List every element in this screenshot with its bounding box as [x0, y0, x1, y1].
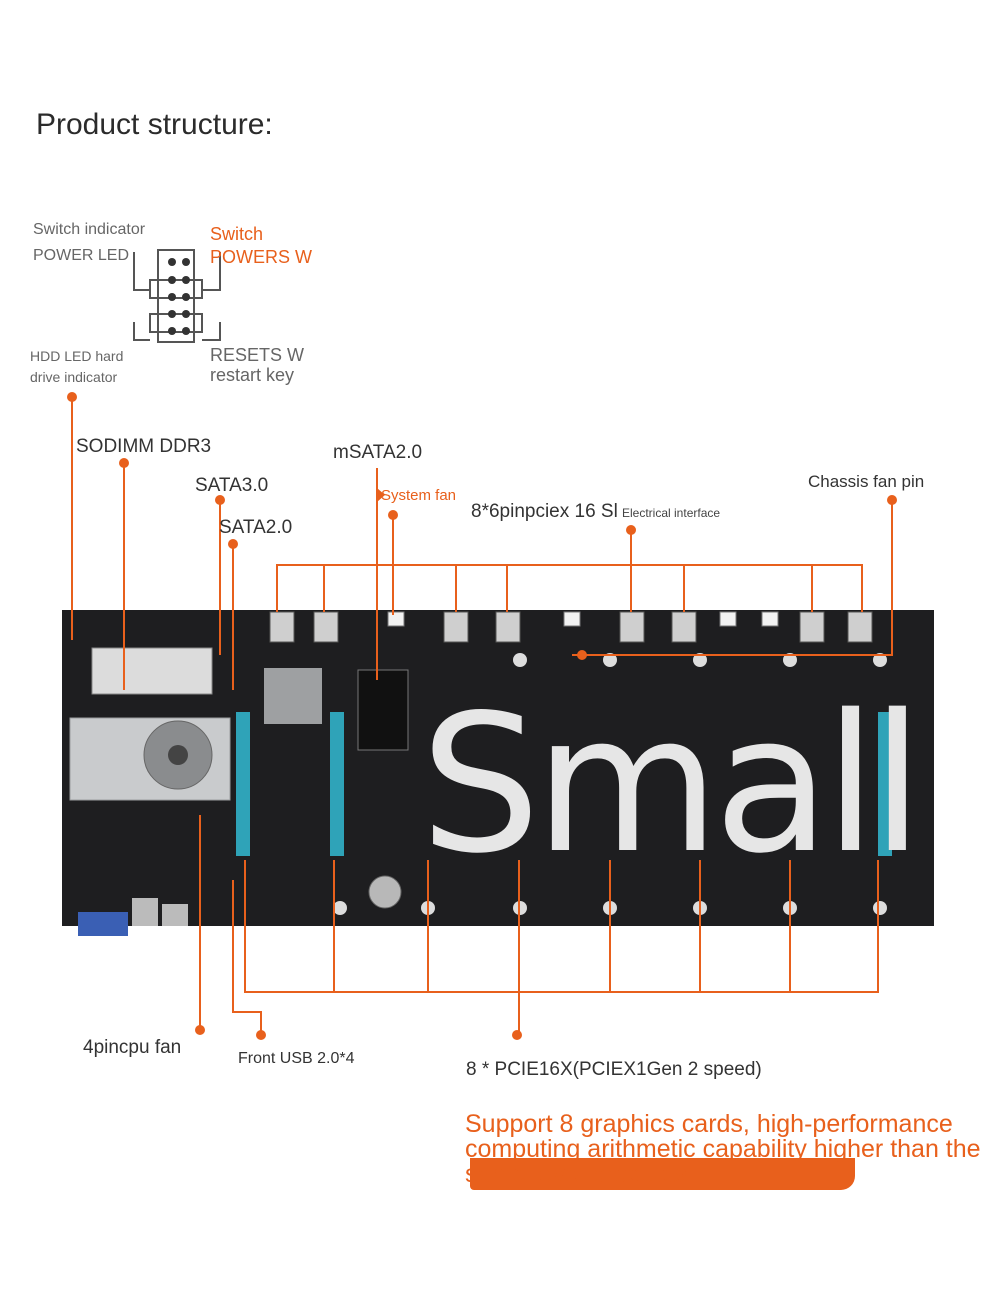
front-panel-header — [134, 250, 220, 342]
chipset-heatsink — [264, 668, 322, 724]
usb-ports — [132, 898, 158, 926]
label-system-fan: System fan — [381, 487, 456, 504]
label-power-led: POWER LED — [33, 247, 129, 265]
msata-slot — [358, 670, 408, 750]
overlay-watermark: Small — [420, 690, 918, 880]
label-hdd-led: HDD LED hard — [30, 348, 123, 364]
promo-text: Support 8 graphics cards, high-performan… — [465, 1112, 1000, 1187]
label-restart-key: restart key — [210, 365, 294, 386]
label-cpu-fan: 4pincpu fan — [83, 1037, 181, 1059]
cmos-battery — [369, 876, 401, 908]
label-front-usb: Front USB 2.0*4 — [238, 1050, 355, 1068]
label-pcie-power: 8*6pinpciex 16 Sl — [471, 501, 618, 523]
label-switch: Switch — [210, 224, 263, 245]
label-switch-indicator: Switch indicator — [33, 221, 145, 239]
label-drive-indicator: drive indicator — [30, 369, 117, 385]
label-sodimm: SODIMM DDR3 — [76, 436, 211, 458]
label-power-sw: POWERS W — [210, 247, 312, 268]
label-electrical-interface: Electrical interface — [622, 506, 720, 520]
label-reset-sw: RESETS W — [210, 345, 304, 366]
sodimm-slot — [92, 648, 212, 694]
label-sata3: SATA3.0 — [195, 475, 268, 497]
label-sata2: SATA2.0 — [219, 517, 292, 539]
label-pcie-slots: 8 * PCIE16X(PCIEX1Gen 2 speed) — [466, 1059, 762, 1081]
vga-port — [78, 912, 128, 936]
label-msata: mSATA2.0 — [333, 442, 422, 464]
label-chassis-fan: Chassis fan pin — [808, 472, 924, 492]
header-pins — [168, 258, 190, 335]
